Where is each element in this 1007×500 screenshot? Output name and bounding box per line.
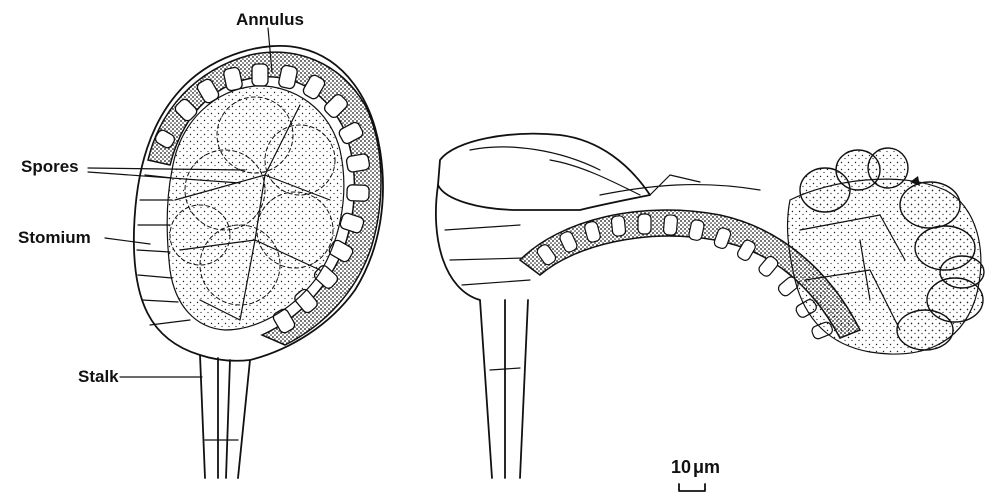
stomium-leader	[105, 238, 150, 244]
stalk-right	[436, 185, 528, 478]
opened-sporangium	[436, 134, 984, 478]
spores-label: Spores	[21, 158, 79, 175]
scale-bar-unit: μm	[693, 457, 720, 477]
lip-cup	[438, 134, 650, 210]
scale-bar	[679, 484, 705, 491]
stalk-label: Stalk	[78, 368, 119, 385]
scale-bar-value: 10	[671, 457, 691, 477]
annulus-label: Annulus	[236, 11, 304, 28]
stomium-label: Stomium	[18, 229, 91, 246]
stalk	[200, 355, 250, 478]
closed-sporangium	[134, 46, 383, 478]
